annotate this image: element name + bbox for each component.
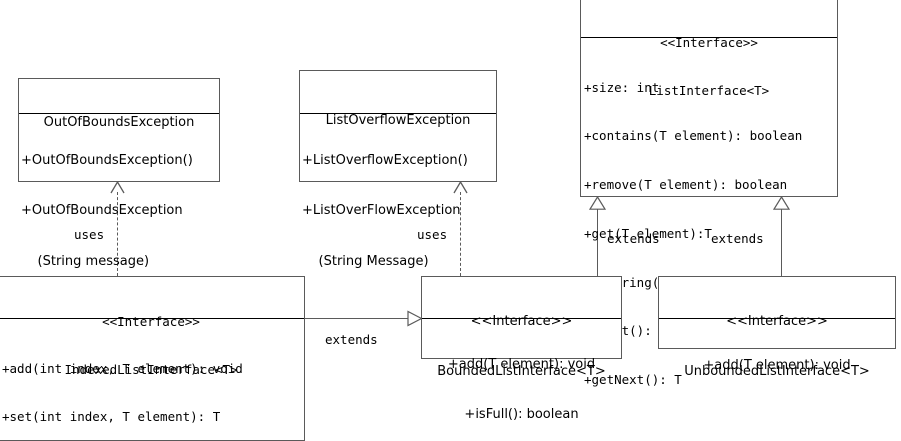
class-member: +remove(T element): boolean [584, 177, 788, 192]
uses-arrowhead-outofbounds [109, 180, 126, 194]
class-stereotype-unbounded-list-interface: <<Interface>> [726, 314, 828, 330]
class-member: (String Message) [302, 254, 429, 270]
class-member: +add(T element): void [447, 356, 596, 372]
extends-arrowhead-unbounded [773, 196, 790, 210]
class-name-unbounded-list-interface: UnboundedListInterface<T> [684, 364, 870, 380]
class-members-list-interface: +size: int +contains(T element): boolean… [581, 38, 837, 425]
class-member: +getNext(): T [584, 372, 682, 387]
class-box-out-of-bounds-exception[interactable]: OutOfBoundsException +OutOfBoundsExcepti… [18, 78, 220, 269]
class-header-unbounded-list-interface: <<Interface>> UnboundedListInterface<T> [659, 277, 895, 379]
uses-arrowhead-listoverflow [452, 180, 469, 194]
class-member: +contains(T element): boolean [584, 128, 803, 144]
class-header-list-overflow-exception: ListOverflowException [300, 71, 496, 128]
extends-label-indexed: extends [325, 332, 378, 347]
class-member: +add(T element): void [703, 357, 851, 373]
class-member: +OutOfBoundsException [21, 203, 183, 219]
class-box-list-interface[interactable]: <<Interface>> ListInterface<T> +size: in… [580, 0, 838, 387]
class-header-list-interface: <<Interface>> ListInterface<T> [581, 0, 837, 98]
class-member: +ListOverFlowException [302, 203, 461, 219]
class-member: +size: int [584, 79, 660, 95]
class-member: +OutOfBoundsException() [21, 152, 193, 168]
class-member: +ListOverflowException() [302, 152, 468, 168]
class-box-bounded-list-interface[interactable]: <<Interface>> BoundedListInterface<T> +a… [421, 276, 622, 422]
class-stereotype-indexed-list-interface: <<Interface>> [102, 314, 200, 329]
extends-edge-unbounded-line [781, 209, 782, 276]
class-name-list-interface: ListInterface<T> [648, 83, 770, 98]
class-name-list-overflow-exception: ListOverflowException [325, 113, 471, 129]
class-member: +set(int index, T element): T [2, 409, 221, 425]
class-member: (String message) [21, 254, 150, 270]
class-box-list-overflow-exception[interactable]: ListOverflowException +ListOverflowExcep… [299, 70, 497, 269]
uses-edge-outofbounds-line [117, 192, 118, 276]
uses-label-outofbounds: uses [74, 227, 105, 242]
class-box-unbounded-list-interface[interactable]: <<Interface>> UnboundedListInterface<T> … [658, 276, 896, 379]
extends-label-unbounded: extends [711, 231, 764, 246]
extends-edge-indexed-line [305, 318, 409, 319]
class-members-list-overflow-exception: +ListOverflowException() +ListOverFlowEx… [300, 114, 496, 309]
class-member: +isFull(): boolean [464, 407, 579, 423]
extends-edge-bounded-line [597, 209, 598, 276]
class-members-out-of-bounds-exception: +OutOfBoundsException() +OutOfBoundsExce… [19, 114, 219, 309]
class-stereotype-bounded-list-interface: <<Interface>> [470, 314, 573, 330]
class-member: +get(T element):T [584, 225, 712, 241]
extends-arrowhead-bounded [589, 196, 606, 210]
class-name-bounded-list-interface: BoundedListInterface<T> [437, 364, 606, 380]
class-members-bounded-list-interface: +add(T element): void +isFull(): boolean [422, 319, 621, 441]
uses-label-listoverflow: uses [417, 227, 448, 242]
class-header-indexed-list-interface: <<Interface>> IndexedListInterface<T> [0, 277, 304, 377]
uses-edge-listoverflow-line [460, 192, 461, 276]
class-members-unbounded-list-interface: +add(T element): void [659, 319, 895, 412]
extends-label-bounded: extends [607, 231, 660, 246]
class-name-out-of-bounds-exception: OutOfBoundsException [43, 115, 195, 131]
extends-arrowhead-indexed [406, 310, 423, 327]
class-stereotype-list-interface: <<Interface>> [660, 35, 758, 50]
class-box-indexed-list-interface[interactable]: <<Interface>> IndexedListInterface<T> +a… [0, 276, 305, 441]
class-members-indexed-list-interface: +add(int index, T element): void +set(in… [0, 319, 304, 441]
class-name-indexed-list-interface: IndexedListInterface<T> [64, 362, 238, 377]
class-header-out-of-bounds-exception: OutOfBoundsException [19, 79, 219, 130]
class-member: +add(int index, T element): void [2, 360, 243, 376]
class-header-bounded-list-interface: <<Interface>> BoundedListInterface<T> [422, 277, 621, 379]
